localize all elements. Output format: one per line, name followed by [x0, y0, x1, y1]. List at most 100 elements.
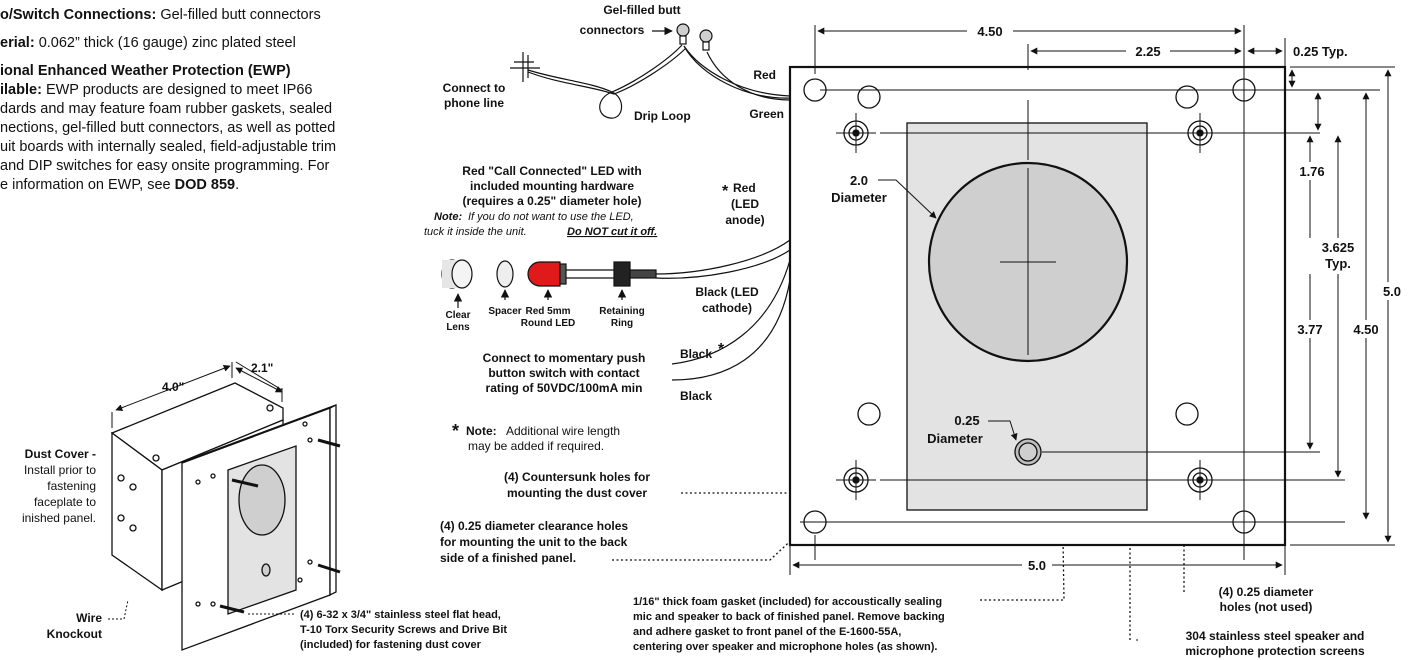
security-screws: [219, 438, 341, 614]
panel-hole: [195, 601, 201, 607]
svg-text:tuck it inside the unit.: tuck it inside the unit.: [424, 226, 527, 238]
svg-text:connectors: connectors: [580, 23, 645, 37]
faceplate-panel: [788, 65, 1287, 547]
svg-text:304 stainless steel speaker an: 304 stainless steel speaker and: [1186, 629, 1365, 643]
svg-text:Black: Black: [680, 347, 712, 361]
svg-text:Additional wire length: Additional wire length: [506, 424, 620, 438]
svg-text:(4) 0.25 diameter: (4) 0.25 diameter: [1219, 585, 1314, 599]
svg-text:holes (not used): holes (not used): [1220, 600, 1313, 614]
knockout-hole: [129, 483, 137, 491]
spec-connections: o/Switch Connections: Gel-filled butt co…: [0, 7, 321, 23]
svg-text:faceplate to: faceplate to: [34, 495, 96, 509]
knockout-hole: [117, 514, 125, 522]
svg-text:included mounting hardware: included mounting hardware: [470, 179, 634, 193]
svg-text:T-10 Torx Security Screws and: T-10 Torx Security Screws and Drive Bit: [300, 624, 507, 636]
svg-text:button switch with contact: button switch with contact: [488, 366, 639, 380]
panel-dim-labels: 4.50 2.25 0.25 Typ. 1.76 3.625 Typ. 3.77…: [967, 22, 1406, 574]
svg-text:(requires a 0.25" diameter hol: (requires a 0.25" diameter hole): [462, 194, 641, 208]
iso-width-label: 4.0": [162, 380, 184, 394]
svg-text:Install prior to: Install prior to: [24, 463, 96, 477]
svg-text:phone line: phone line: [444, 96, 504, 110]
retaining-ring: [613, 261, 631, 287]
svg-text:rating of 50VDC/100mA min: rating of 50VDC/100mA min: [486, 381, 643, 395]
svg-text:2.25: 2.25: [1135, 44, 1160, 59]
svg-text:Red "Call Connected" LED with: Red "Call Connected" LED with: [462, 164, 641, 178]
red-led: [527, 261, 561, 287]
panel-hole: [210, 473, 216, 479]
knockout-hole: [266, 404, 274, 412]
svg-text:Dust Cover -: Dust Cover -: [25, 447, 96, 461]
svg-text:5.0: 5.0: [1028, 558, 1046, 573]
svg-text:0.25: 0.25: [954, 413, 979, 428]
faceplate-mic: [261, 563, 271, 577]
wiring-labels: Gel-filled butt connectors Connect to ph…: [424, 3, 945, 653]
panel-hole: [195, 479, 201, 485]
svg-text:Black: Black: [680, 389, 712, 403]
svg-text:Connect to momentary push: Connect to momentary push: [483, 351, 646, 365]
unused-hole: [1175, 402, 1199, 426]
unused-hole: [857, 402, 881, 426]
svg-text:Round LED: Round LED: [521, 318, 575, 329]
svg-text:*: *: [452, 421, 459, 441]
unused-hole: [857, 85, 881, 109]
svg-text:(4) 6-32 x 3/4" stainless stee: (4) 6-32 x 3/4" stainless steel flat hea…: [300, 609, 501, 621]
svg-text:Drip Loop: Drip Loop: [634, 109, 691, 123]
svg-text:*: *: [718, 341, 725, 358]
svg-text:for mounting the unit to the b: for mounting the unit to the back: [440, 535, 628, 549]
svg-text:(4) 0.25 diameter clearance ho: (4) 0.25 diameter clearance holes: [440, 519, 628, 533]
svg-text:Diameter: Diameter: [927, 431, 983, 446]
svg-text:Green: Green: [749, 107, 784, 121]
svg-text:3.625: 3.625: [1322, 240, 1355, 255]
unused-hole: [1175, 85, 1199, 109]
svg-text:4.50: 4.50: [1353, 322, 1378, 337]
svg-text:cathode): cathode): [702, 301, 752, 315]
panel-hole: [307, 559, 313, 565]
knockout-hole: [129, 524, 137, 532]
wiring-diagram: [510, 23, 791, 381]
panel-hole: [307, 437, 313, 443]
svg-text:2.0: 2.0: [850, 173, 868, 188]
svg-text:Note:: Note:: [466, 424, 497, 438]
svg-text:Diameter: Diameter: [831, 190, 887, 205]
svg-text:4.50: 4.50: [977, 24, 1002, 39]
panel-hole: [210, 601, 216, 607]
panel-hole: [302, 421, 308, 427]
svg-text:and adhere gasket to front pan: and adhere gasket to front panel of the …: [633, 626, 901, 638]
diameter-callouts: 2.0 Diameter 0.25 Diameter: [831, 173, 1018, 446]
svg-text:Spacer: Spacer: [488, 306, 521, 317]
svg-text:(included) for fastening dust: (included) for fastening dust cover: [300, 639, 482, 651]
svg-text:Wire: Wire: [76, 611, 102, 625]
svg-text:(LED: (LED: [731, 197, 759, 211]
svg-text:Lens: Lens: [446, 322, 470, 333]
svg-text:Black (LED: Black (LED: [695, 285, 759, 299]
spacer: [496, 260, 514, 288]
svg-text:centering over speaker and mic: centering over speaker and microphone ho…: [633, 641, 937, 653]
svg-text:1/16" thick foam gasket (inclu: 1/16" thick foam gasket (included) for a…: [633, 596, 942, 608]
faceplate-speaker: [238, 464, 286, 536]
isometric-unit-drawing: [110, 382, 341, 651]
svg-text:Red: Red: [733, 181, 756, 195]
screws-callout: (4) 6-32 x 3/4" stainless steel flat hea…: [248, 609, 507, 651]
wire-knockout-callout: Wire Knockout: [47, 599, 129, 641]
svg-text:Gel-filled butt: Gel-filled butt: [603, 3, 680, 17]
svg-text:Ring: Ring: [611, 318, 633, 329]
svg-text:fastening: fastening: [47, 479, 96, 493]
spec-text-block: o/Switch Connections: Gel-filled butt co…: [0, 6, 382, 204]
svg-text:Red: Red: [753, 68, 776, 82]
svg-text:mounting the dust cover: mounting the dust cover: [507, 486, 647, 500]
svg-text:Do NOT cut it off.: Do NOT cut it off.: [567, 226, 657, 238]
svg-text:may be added if required.: may be added if required.: [468, 439, 604, 453]
faceplate-edge-side: [329, 403, 337, 597]
svg-text:1.76: 1.76: [1299, 164, 1324, 179]
svg-text:0.25 Typ.: 0.25 Typ.: [1293, 44, 1348, 59]
svg-text:microphone protection screens: microphone protection screens: [1185, 644, 1365, 658]
svg-text:5.0: 5.0: [1383, 284, 1401, 299]
svg-text:Typ.: Typ.: [1325, 256, 1351, 271]
svg-text:side of a finished panel.: side of a finished panel.: [440, 551, 576, 565]
svg-text:Retaining: Retaining: [599, 306, 645, 317]
spec-ewp: ional Enhanced Weather Protection (EWP) …: [0, 63, 337, 193]
svg-text:Knockout: Knockout: [47, 627, 102, 641]
mic-screen: [1018, 442, 1038, 462]
knockout-hole: [117, 474, 125, 482]
